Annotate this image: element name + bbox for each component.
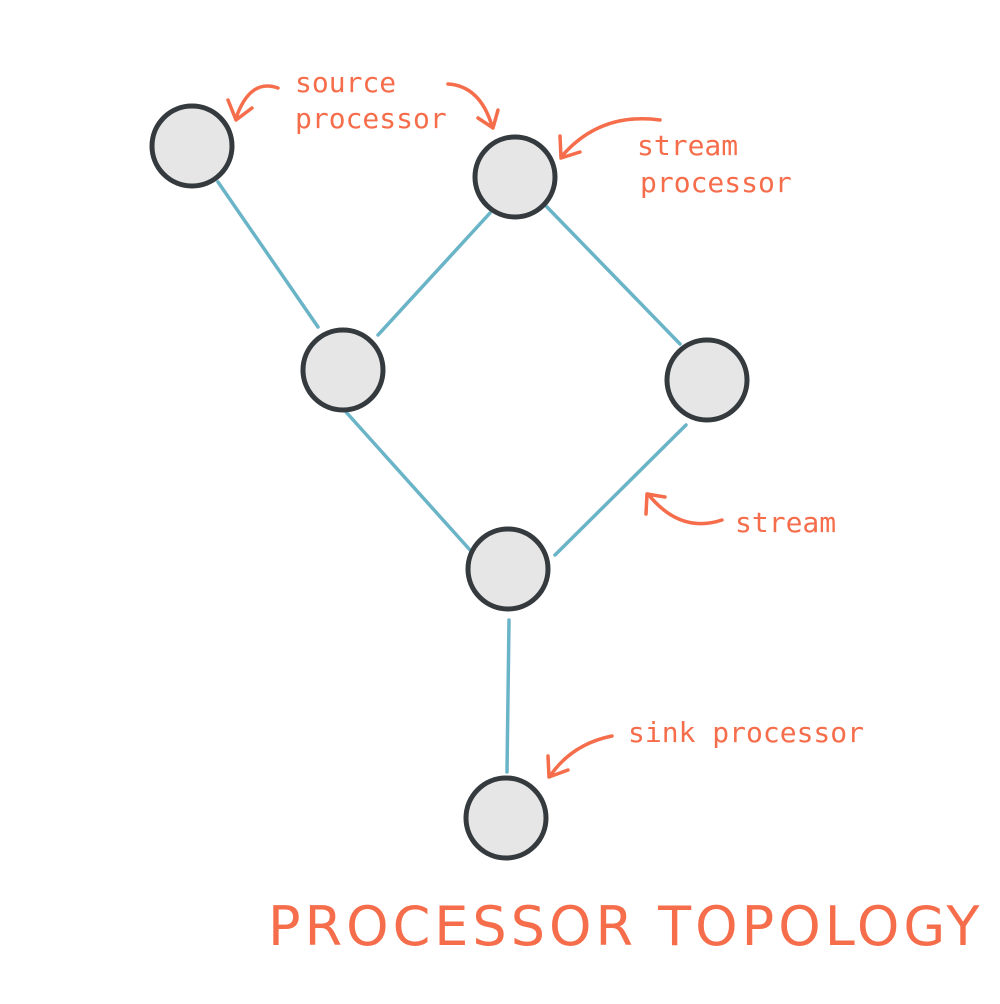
- label-source-line1: source: [295, 66, 396, 99]
- source-processor-node-2: [472, 134, 558, 220]
- label-source-line2: processor: [295, 102, 447, 135]
- labels: source processor stream processor stream…: [268, 66, 984, 958]
- edge-source2-to-processor-a: [376, 211, 492, 337]
- arrow-to-source-1-icon: [226, 84, 280, 122]
- label-stream: stream: [735, 506, 836, 539]
- sink-processor-node: [463, 775, 549, 861]
- edge-processor-b-to-stream-processor: [553, 423, 688, 557]
- label-stream-processor-line2: processor: [640, 166, 792, 199]
- edges: [216, 180, 688, 774]
- stream-processor-node-c: [465, 526, 551, 612]
- arrow-to-stream-processor-icon: [558, 117, 662, 160]
- arrow-to-sink-icon: [546, 734, 614, 779]
- edge-processor-a-to-stream-processor: [344, 410, 472, 552]
- arrow-to-stream-icon: [644, 492, 724, 526]
- edge-to-sink: [505, 618, 511, 774]
- label-stream-processor-line1: stream: [637, 129, 738, 162]
- source-processor-node: [149, 103, 235, 189]
- nodes: [149, 103, 750, 861]
- arrow-to-source-2-icon: [446, 82, 500, 130]
- edge-source2-to-processor-b: [544, 204, 682, 346]
- stream-processor-node-a: [300, 327, 386, 413]
- diagram-title: PROCESSOR TOPOLOGY: [268, 895, 984, 958]
- edge-source-to-processor-a: [216, 180, 320, 329]
- label-sink-processor: sink processor: [628, 716, 864, 749]
- annotation-arrows: [226, 82, 724, 779]
- stream-processor-node-b: [664, 337, 750, 423]
